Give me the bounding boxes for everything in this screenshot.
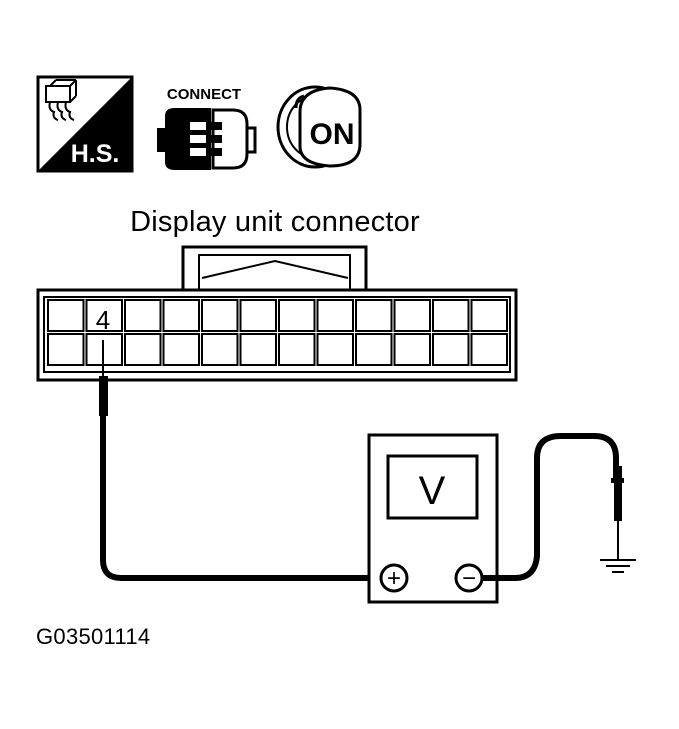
harness-sensor-label: H.S. [71,140,120,168]
connector-pin-cavity [85,333,123,366]
connector-connect-icon: CONNECT [157,86,257,170]
connector-pin-cavity [278,333,316,366]
voltmeter-display [386,454,479,520]
voltmeter-unit-label: V [419,469,446,513]
connector-pin-cavity [355,333,393,366]
connector-pin-cavity [316,333,354,366]
connector-pin-cavity [162,299,200,332]
terminal-number-label: 4 [96,305,110,335]
connector-pin-cavity [470,299,508,332]
positive-terminal [379,563,409,593]
negative-terminal-symbol: − [462,565,476,592]
connector-lock-ramp [201,259,349,279]
connector-pin-cavity [393,299,431,332]
connector-pin-cavity [432,333,470,366]
negative-lead-wire [482,433,619,581]
voltmeter: V + − [367,433,499,604]
connect-label: CONNECT [167,86,241,103]
ignition-key-on-icon: ON [276,85,362,169]
positive-lead-wire [100,416,372,581]
connector-pin-cavity [85,299,123,332]
connector-pin-cavity [355,299,393,332]
connector-pin-grid [47,299,508,366]
probe-negative [611,466,624,560]
connector-pin-cavity [124,333,162,366]
positive-terminal-symbol: + [387,565,401,592]
connector-pin-cavity [239,333,277,366]
connector-pin-cavity [316,299,354,332]
probe-positive [97,340,110,416]
connector-pin-cavity [47,299,85,332]
harness-sensor-icon: H.S. [36,75,134,173]
ignition-on-label: ON [310,118,355,151]
connector-pin-cavity [432,299,470,332]
connector-pin-cavity [124,299,162,332]
connector-pin-cavity [470,333,508,366]
ground-symbol [600,559,636,573]
connector-pin-cavity [162,333,200,366]
connector-pin-cavity [393,333,431,366]
figure-code: G03501114 [36,624,151,649]
connector-pin-cavity [47,333,85,366]
connector-title: Display unit connector [130,206,420,238]
connector-pin-cavity [201,299,239,332]
connector-pin-cavity [239,299,277,332]
connector-pin-cavity [201,333,239,366]
connector-pin-cavity [278,299,316,332]
connector-face [43,296,511,373]
display-unit-connector [36,245,518,382]
